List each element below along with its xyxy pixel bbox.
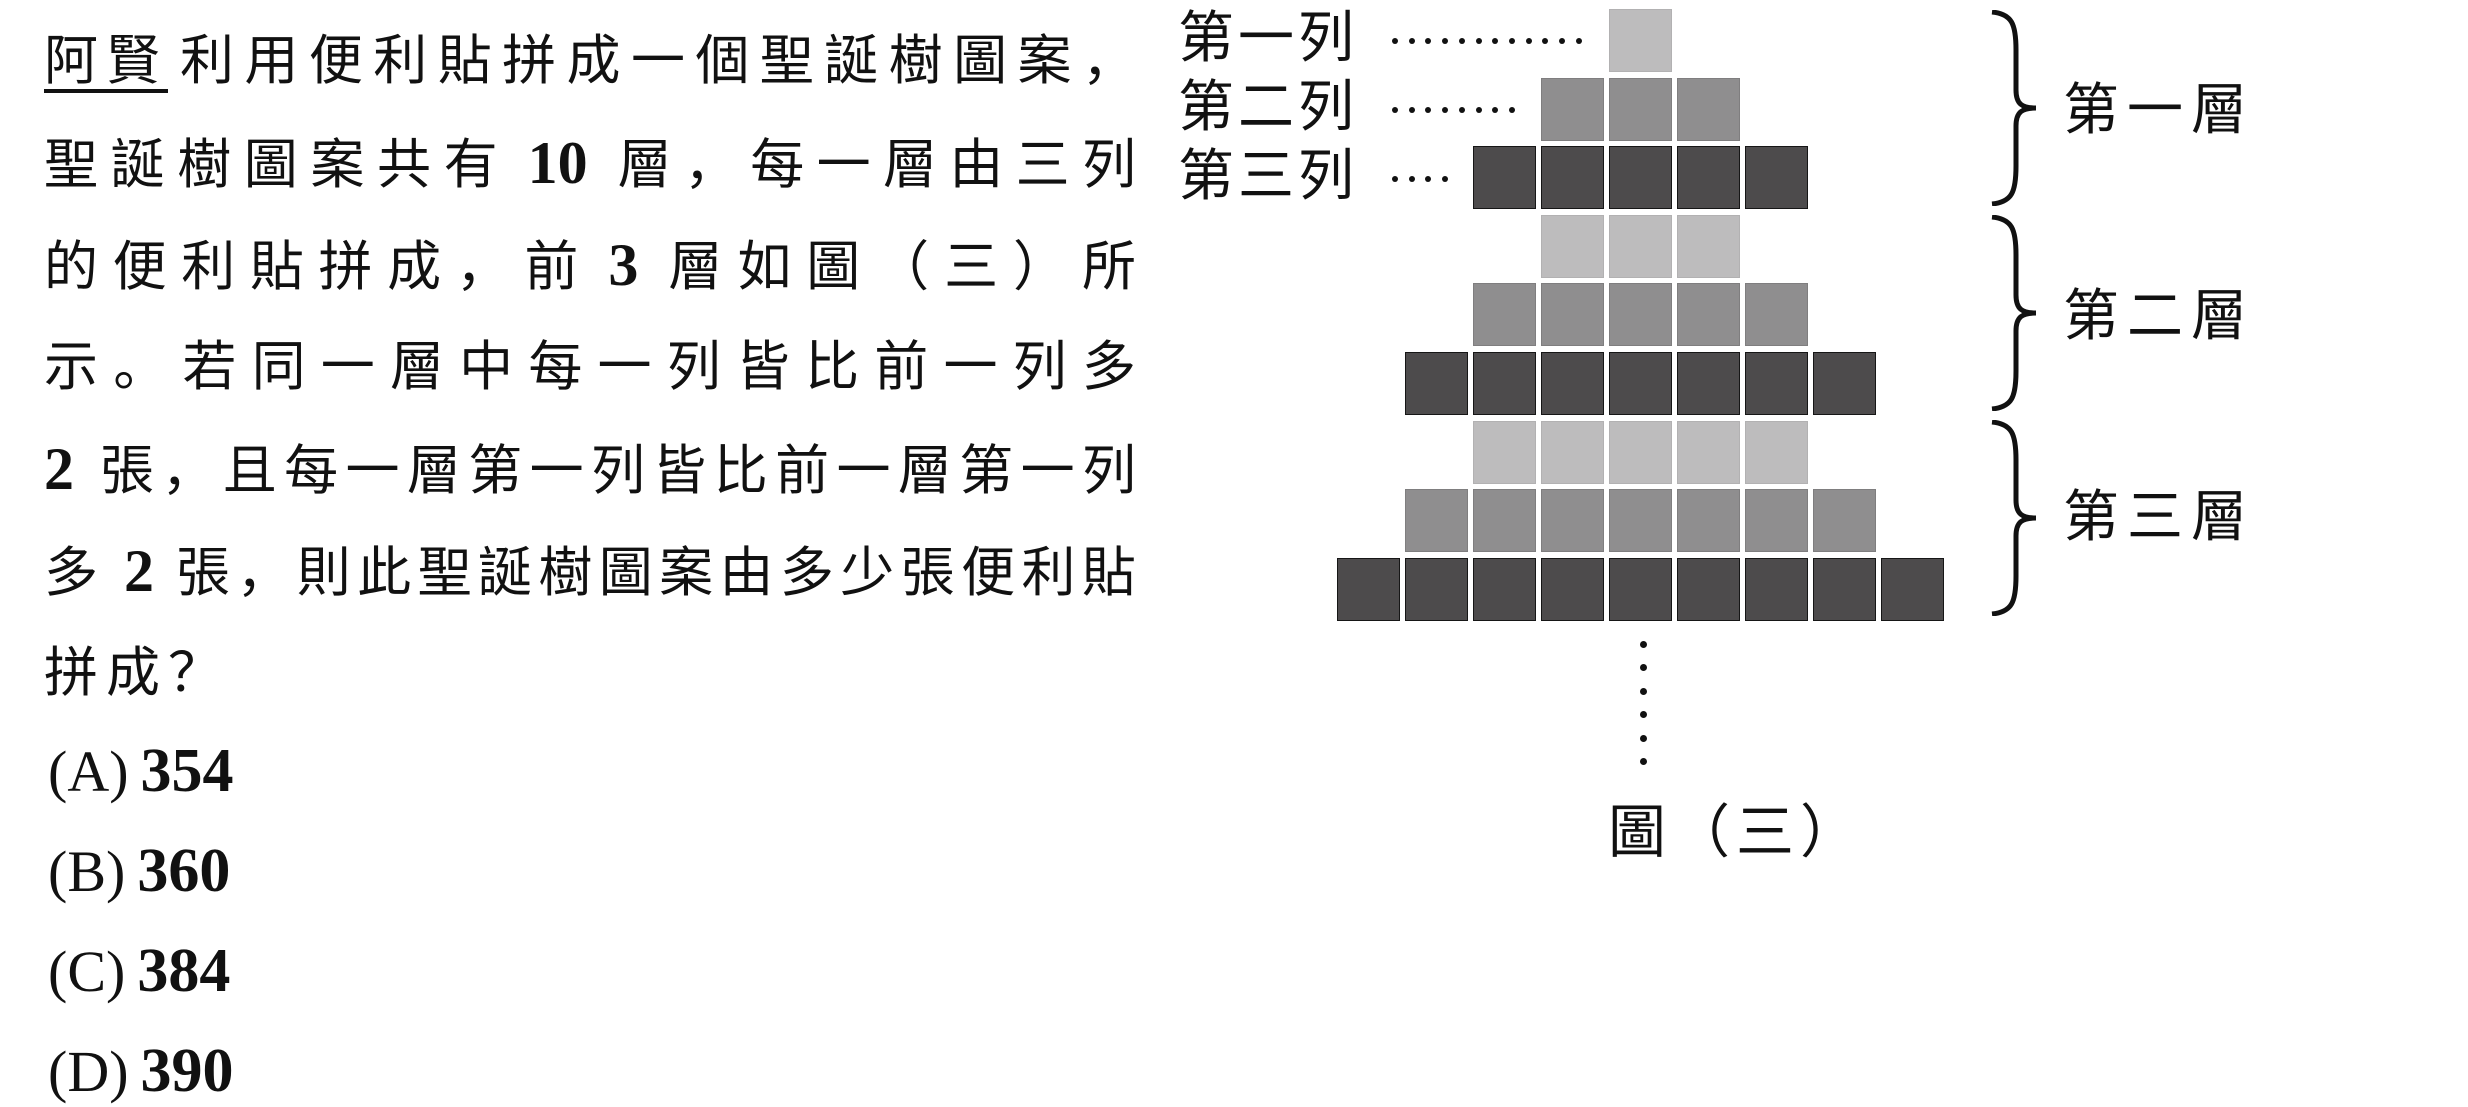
option-a-value: 354: [140, 737, 234, 805]
line-1-text: 利用便利貼拼成一個聖誕樹圖案，: [180, 29, 1136, 92]
sticky-note-block: [1336, 557, 1400, 621]
sticky-note-block: [1676, 489, 1740, 553]
sticky-note-block: [1608, 214, 1672, 278]
sticky-note-block: [1404, 557, 1468, 621]
sticky-note-block: [1404, 489, 1468, 553]
line-7-text: 拼成？: [44, 641, 230, 704]
line-1-flex: 阿賢 利用便利貼拼成一個聖誕樹圖案，: [44, 26, 1136, 96]
sticky-note-block: [1540, 420, 1604, 484]
sticky-note-block: [1472, 283, 1536, 347]
line-5-post: 張，且每一層第一列皆比前一層第一列: [100, 439, 1136, 502]
row-label-1: 第一列: [1178, 6, 1358, 71]
brace-icon: [1991, 420, 2037, 616]
question-line-1: 阿賢 利用便利貼拼成一個聖誕樹圖案，: [44, 26, 1136, 96]
sticky-note-block: [1472, 420, 1536, 484]
option-c-value: 384: [137, 937, 231, 1005]
line-4-text: 示。若同一層中每一列皆比前一列多: [44, 335, 1136, 398]
question-line-5: 2 張，且每一層第一列皆比前一層第一列: [44, 434, 1136, 504]
sticky-note-block: [1472, 557, 1536, 621]
option-b-label: (B): [48, 839, 126, 904]
sticky-note-block: [1676, 420, 1740, 484]
option-c[interactable]: (C)384: [48, 936, 230, 1007]
sticky-note-block: [1540, 77, 1604, 141]
sticky-note-block: [1540, 489, 1604, 553]
sticky-note-block: [1676, 352, 1740, 415]
sticky-note-block: [1608, 420, 1672, 484]
layer-label-2: 第二層: [2063, 284, 2255, 349]
underlined-name: 阿賢: [44, 29, 168, 92]
sticky-note-block: [1676, 283, 1740, 347]
continuation-dot: [1640, 758, 1647, 765]
layer-label-3: 第三層: [2063, 485, 2255, 550]
sticky-note-block: [1744, 489, 1808, 553]
line-6-number: 2: [124, 538, 154, 604]
brace-icon: [1991, 215, 2037, 411]
question-line-3: 的便利貼拼成，前 3 層如圖（三）所: [44, 230, 1136, 300]
row-label-2: 第二列: [1178, 75, 1358, 140]
sticky-note-block: [1540, 352, 1604, 415]
continuation-dot: [1640, 664, 1647, 672]
sticky-note-block: [1812, 489, 1876, 553]
sticky-note-block: [1812, 557, 1876, 621]
figure-caption: 圖（三）: [1608, 798, 1865, 866]
sticky-note-block: [1608, 489, 1672, 553]
sticky-note-block: [1744, 352, 1808, 415]
question-line-6: 多 2 張，則此聖誕樹圖案由多少張便利貼: [44, 536, 1136, 606]
sticky-note-block: [1676, 557, 1740, 621]
option-d-value: 390: [140, 1037, 234, 1105]
option-a[interactable]: (A)354: [48, 736, 234, 807]
sticky-note-block: [1540, 283, 1604, 347]
layer-label-1: 第一層: [2063, 78, 2255, 143]
sticky-note-block: [1676, 214, 1740, 278]
continuation-dot: [1640, 687, 1647, 695]
option-c-label: (C): [48, 939, 126, 1004]
option-b-value: 360: [137, 837, 231, 905]
brace-icon: [1991, 10, 2037, 206]
line-6-pre: 多: [44, 541, 98, 604]
row-label-3: 第三列: [1178, 144, 1358, 209]
sticky-note-block: [1880, 557, 1944, 621]
line-6-post: 張，則此聖誕樹圖案由多少張便利貼: [176, 541, 1136, 604]
sticky-note-block: [1472, 489, 1536, 553]
sticky-note-block: [1540, 557, 1604, 621]
sticky-note-block: [1472, 352, 1536, 415]
sticky-note-block: [1472, 146, 1536, 210]
sticky-note-block: [1608, 146, 1672, 210]
question-line-7: 拼成？: [44, 638, 1136, 708]
line-5-number: 2: [44, 436, 74, 502]
line-3-pre: 的便利貼拼成，前: [44, 235, 579, 298]
sticky-note-block: [1676, 146, 1740, 210]
continuation-dot: [1640, 711, 1647, 719]
question-line-4: 示。若同一層中每一列皆比前一列多: [44, 332, 1136, 402]
sticky-note-block: [1744, 283, 1808, 347]
line-3-post: 層如圖（三）所: [668, 235, 1136, 298]
sticky-note-block: [1608, 352, 1672, 415]
option-a-label: (A): [48, 739, 129, 804]
sticky-note-block: [1744, 146, 1808, 210]
sticky-note-block: [1744, 420, 1808, 484]
sticky-note-block: [1540, 214, 1604, 278]
sticky-note-block: [1608, 283, 1672, 347]
line-3-number: 3: [608, 232, 639, 298]
line-2-post: 層，每一層由三列: [617, 133, 1136, 196]
option-d[interactable]: (D)390: [48, 1036, 234, 1107]
sticky-note-block: [1608, 9, 1672, 72]
line-2-pre: 聖誕樹圖案共有: [44, 133, 498, 196]
continuation-dot: [1640, 734, 1647, 742]
sticky-note-block: [1608, 77, 1672, 141]
question-line-2: 聖誕樹圖案共有 10 層，每一層由三列: [44, 128, 1136, 198]
sticky-note-block: [1540, 146, 1604, 210]
line-2-number: 10: [527, 130, 588, 196]
sticky-note-block: [1812, 352, 1876, 415]
option-b[interactable]: (B)360: [48, 836, 230, 907]
continuation-dot: [1640, 641, 1647, 648]
option-d-label: (D): [48, 1039, 129, 1104]
sticky-note-block: [1608, 557, 1672, 621]
sticky-note-block: [1404, 352, 1468, 415]
sticky-note-block: [1744, 557, 1808, 621]
sticky-note-block: [1676, 77, 1740, 141]
